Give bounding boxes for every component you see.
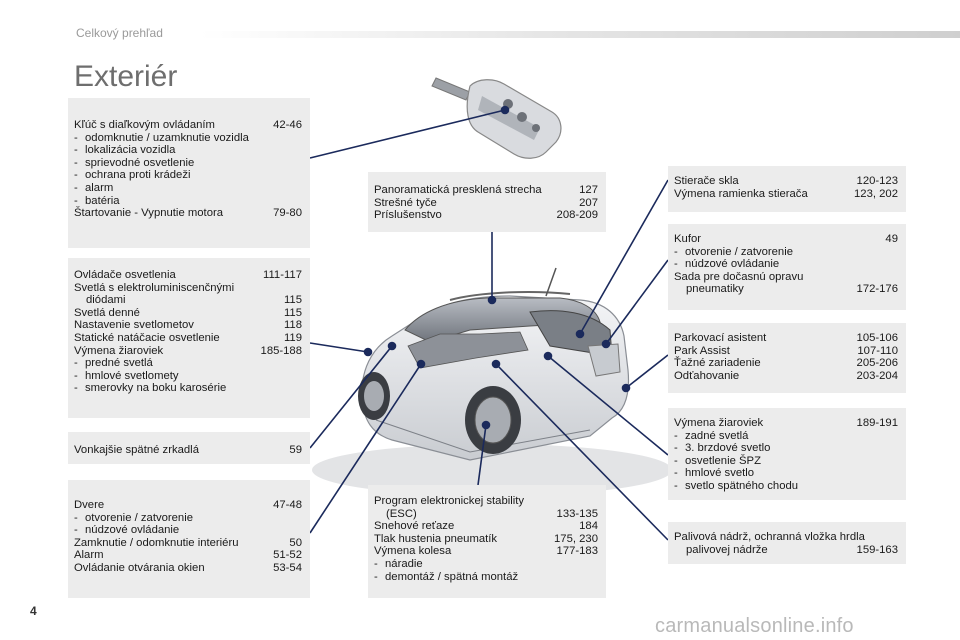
key-fob-icon <box>431 77 562 159</box>
watermark-link[interactable]: carmanualsonline.info <box>655 615 854 637</box>
section-label: Celkový prehľad <box>76 26 163 40</box>
sub-item: -otvorenie / zatvorenie <box>74 511 194 524</box>
page-number: 4 <box>30 604 37 618</box>
sub-item: -svetlo spätného chodu <box>674 479 799 492</box>
sub-item: -núdzové ovládanie <box>74 524 180 537</box>
leader-lines <box>309 105 669 541</box>
info-box-fuel: Palivová nádrž, ochranná vložka hrdla pa… <box>668 522 906 564</box>
sub-item: -otvorenie / zatvorenie <box>674 245 794 258</box>
entry-line: Svetlá s elektroluminiscenčnými <box>74 281 235 294</box>
car-illustration <box>312 267 672 496</box>
sub-item: -hmlové svetlo <box>674 467 755 480</box>
sub-item: -smerovky na boku karosérie <box>74 382 227 395</box>
header-bar <box>200 31 960 38</box>
sub-item: -demontáž / spätná montáž <box>374 570 519 583</box>
page-title: Exteriér <box>74 60 178 93</box>
sub-item: -predné svetlá <box>74 357 153 370</box>
sub-item: -osvetlenie ŠPZ <box>674 454 761 467</box>
sub-item: -alarm <box>74 181 114 194</box>
sub-item: -sprievodné osvetlenie <box>74 156 195 169</box>
sub-item: -zadné svetlá <box>674 429 749 442</box>
entry-line: Palivová nádrž, ochranná vložka hrdla <box>674 531 865 543</box>
entry-line: Sada pre dočasnú opravu <box>674 270 804 283</box>
entry-line: Program elektronickej stability <box>374 495 525 507</box>
entry-row: (ESC)133-135 <box>386 507 598 520</box>
info-box-esc: Program elektronickej stability (ESC)133… <box>368 485 606 598</box>
sub-item: -3. brzdové svetlo <box>674 442 771 455</box>
sub-item: -odomknutie / uzamknutie vozidla <box>74 131 249 144</box>
sub-item: -batéria <box>74 194 120 207</box>
sub-item: -náradie <box>374 557 423 570</box>
sub-item: -hmlové svetlomety <box>74 369 179 382</box>
sub-item: -lokalizácia vozidla <box>74 144 176 157</box>
sub-item: -ochrana proti krádeži <box>74 169 191 182</box>
sub-item: -núdzové ovládanie <box>674 258 780 271</box>
